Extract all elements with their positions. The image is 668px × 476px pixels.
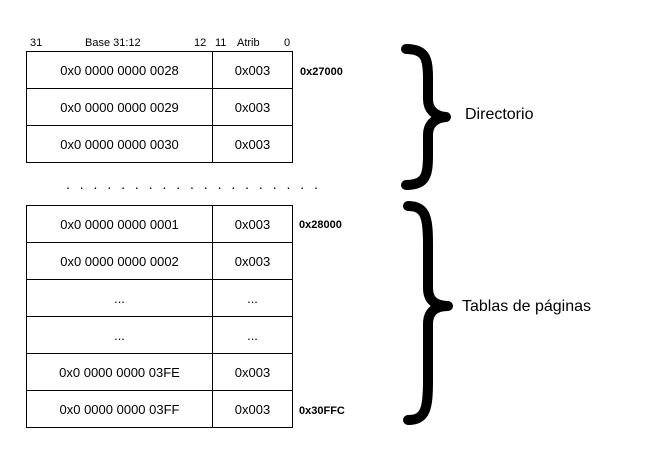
attr-cell: 0x003 [212,205,293,243]
table-row: 0x0 0000 0000 0002 0x003 [26,242,293,280]
bit-31-label: 31 [30,37,43,49]
base-field-label: Base 31:12 [85,37,141,49]
table-row: ... ... [26,316,293,354]
table-row: 0x0 0000 0000 03FE 0x003 [26,353,293,391]
attr-cell: ... [212,279,293,317]
table-row: 0x0 0000 0000 0029 0x003 [26,88,293,126]
table-row: 0x0 0000 0000 0028 0x003 [26,51,293,89]
bit-11-label: 11 [215,37,227,49]
base-cell: 0x0 0000 0000 0029 [26,88,213,126]
attr-cell: ... [212,316,293,354]
attr-cell: 0x003 [212,51,293,89]
bit-12-label: 12 [194,37,207,49]
directory-start-address: 0x27000 [300,66,343,78]
ellipsis-separator: . . . . . . . . . . . . . . . . . . . [66,176,321,192]
directory-brace-icon [401,44,451,190]
base-cell: ... [26,316,213,354]
page-tables-table: 0x0 0000 0000 0001 0x003 0x0 0000 0000 0… [26,205,293,428]
directory-label: Directorio [465,106,534,123]
base-cell: 0x0 0000 0000 0001 [26,205,213,243]
attr-cell: 0x003 [212,242,293,280]
attr-field-label: Atrib [237,37,260,49]
table-row: 0x0 0000 0000 03FF 0x003 [26,390,293,428]
directory-table: 0x0 0000 0000 0028 0x003 0x0 0000 0000 0… [26,51,293,163]
base-cell: 0x0 0000 0000 03FF [26,390,213,428]
base-cell: 0x0 0000 0000 0002 [26,242,213,280]
attr-cell: 0x003 [212,88,293,126]
base-cell: ... [26,279,213,317]
table-row: 0x0 0000 0000 0030 0x003 [26,125,293,163]
page-tables-label: Tablas de páginas [462,298,591,315]
bit-0-label: 0 [284,37,291,49]
base-cell: 0x0 0000 0000 03FE [26,353,213,391]
page-tables-brace-icon [403,201,453,425]
table-row: ... ... [26,279,293,317]
tables-end-address: 0x30FFC [299,405,345,417]
tables-start-address: 0x28000 [299,219,342,231]
attr-cell: 0x003 [212,390,293,428]
attr-cell: 0x003 [212,125,293,163]
base-cell: 0x0 0000 0000 0030 [26,125,213,163]
table-row: 0x0 0000 0000 0001 0x003 [26,205,293,243]
attr-cell: 0x003 [212,353,293,391]
base-cell: 0x0 0000 0000 0028 [26,51,213,89]
